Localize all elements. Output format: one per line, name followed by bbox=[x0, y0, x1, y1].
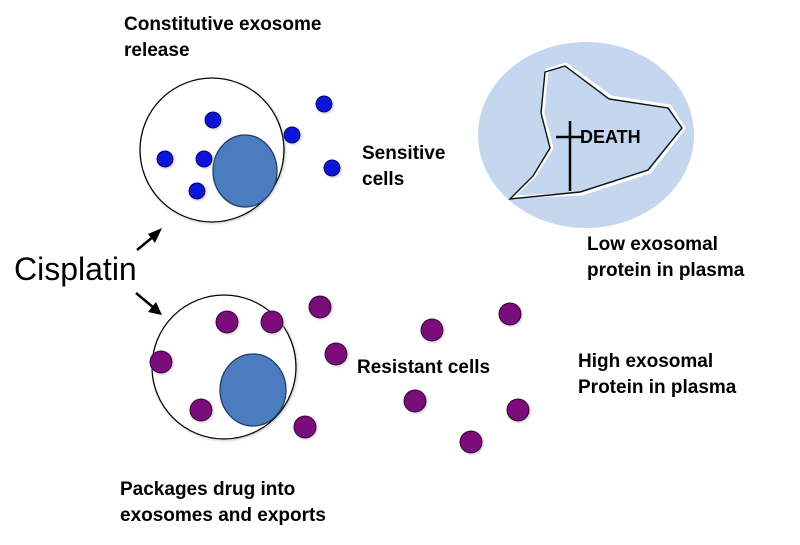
constitutive-release-label: Constitutive exosome release bbox=[124, 14, 322, 61]
exosome-dot bbox=[308, 295, 332, 319]
exosome-dot bbox=[149, 350, 173, 374]
resistant-exosomes bbox=[149, 295, 530, 454]
exosome-dot bbox=[420, 318, 444, 342]
exosome-dot bbox=[283, 126, 301, 144]
cisplatin-label: Cisplatin bbox=[14, 251, 137, 287]
dead-cell bbox=[478, 42, 694, 228]
low-protein-label: Low exosomal protein in plasma bbox=[587, 234, 745, 281]
sensitive-exosomes bbox=[156, 95, 341, 200]
exosome-dot bbox=[293, 415, 317, 439]
exosome-dot bbox=[188, 182, 206, 200]
exosome-dot bbox=[403, 389, 427, 413]
exosome-dot bbox=[189, 398, 213, 422]
exosome-dot bbox=[498, 302, 522, 326]
sensitive-cell-nucleus bbox=[212, 134, 278, 208]
exosome-dot bbox=[324, 342, 348, 366]
high-protein-label: High exosomal Protein in plasma bbox=[578, 351, 737, 398]
death-label: DEATH bbox=[580, 127, 641, 147]
exosome-dot bbox=[156, 150, 174, 168]
exosome-dot bbox=[323, 159, 341, 177]
exosome-dot bbox=[195, 150, 213, 168]
exosome-dot bbox=[215, 310, 239, 334]
resistant-cell bbox=[151, 294, 297, 440]
arrow-to-sensitive bbox=[136, 228, 162, 251]
exosome-dot bbox=[204, 111, 222, 129]
packages-drug-label: Packages drug into exosomes and exports bbox=[120, 479, 326, 526]
arrow-to-resistant bbox=[135, 292, 162, 315]
cross-icon bbox=[556, 121, 584, 191]
exosome-dot bbox=[459, 430, 483, 454]
resistant-cell-nucleus bbox=[219, 353, 287, 427]
sensitive-cells-label: Sensitive cells bbox=[362, 143, 446, 190]
exosome-dot bbox=[260, 310, 284, 334]
exosome-dot bbox=[315, 95, 333, 113]
sensitive-cell bbox=[139, 77, 285, 223]
exosome-dot bbox=[506, 398, 530, 422]
resistant-cells-label: Resistant cells bbox=[357, 357, 491, 378]
